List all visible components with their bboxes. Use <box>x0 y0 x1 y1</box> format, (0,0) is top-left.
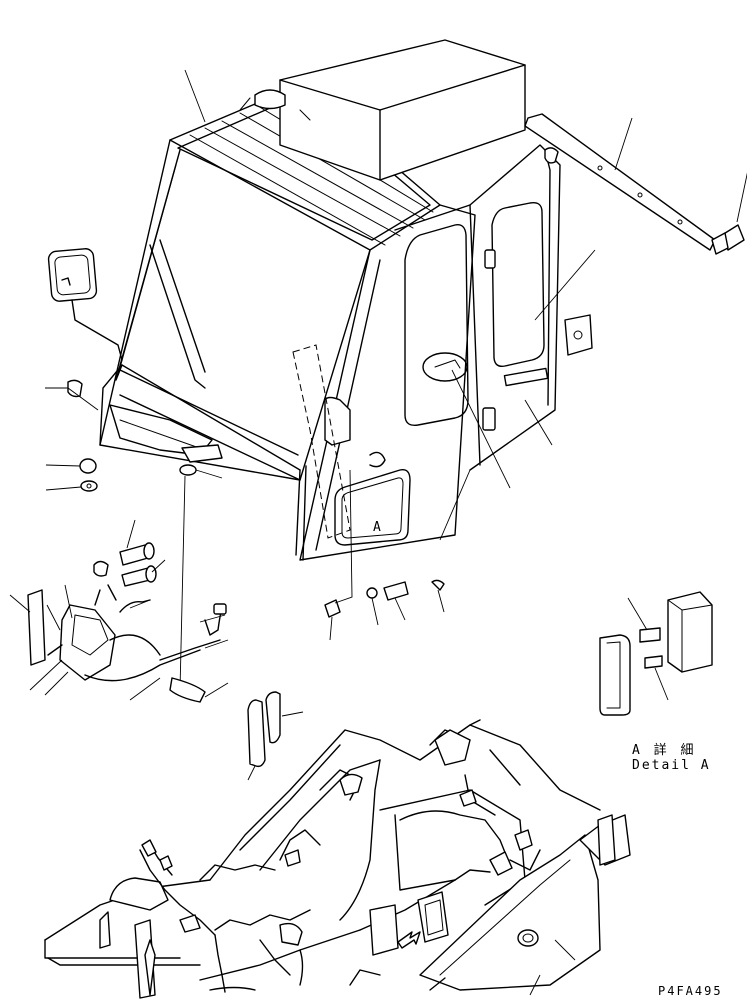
side-mirror <box>48 248 122 360</box>
callout-letter-a: A <box>373 520 381 535</box>
wire-harness-segment <box>130 604 228 702</box>
rubber-strip-pair <box>248 692 303 780</box>
detail-caption-english: Detail A <box>632 758 711 773</box>
detail-caption-japanese: A 詳 細 <box>632 743 697 758</box>
relay-bracket-assembly <box>10 585 200 695</box>
bolt-upper-right <box>712 170 747 254</box>
center-hardware <box>325 470 444 640</box>
rear-bracket-bar <box>525 114 715 250</box>
hardware-group-left <box>45 380 222 690</box>
machine-frame-harness <box>45 720 630 998</box>
drawing-code: P4FA495 <box>658 984 723 998</box>
bolt-set <box>94 520 165 586</box>
operator-cab <box>100 40 592 560</box>
phantom-pillar-outline <box>293 345 350 538</box>
detail-a-view <box>600 592 712 715</box>
leader-lines-cab <box>185 70 595 540</box>
